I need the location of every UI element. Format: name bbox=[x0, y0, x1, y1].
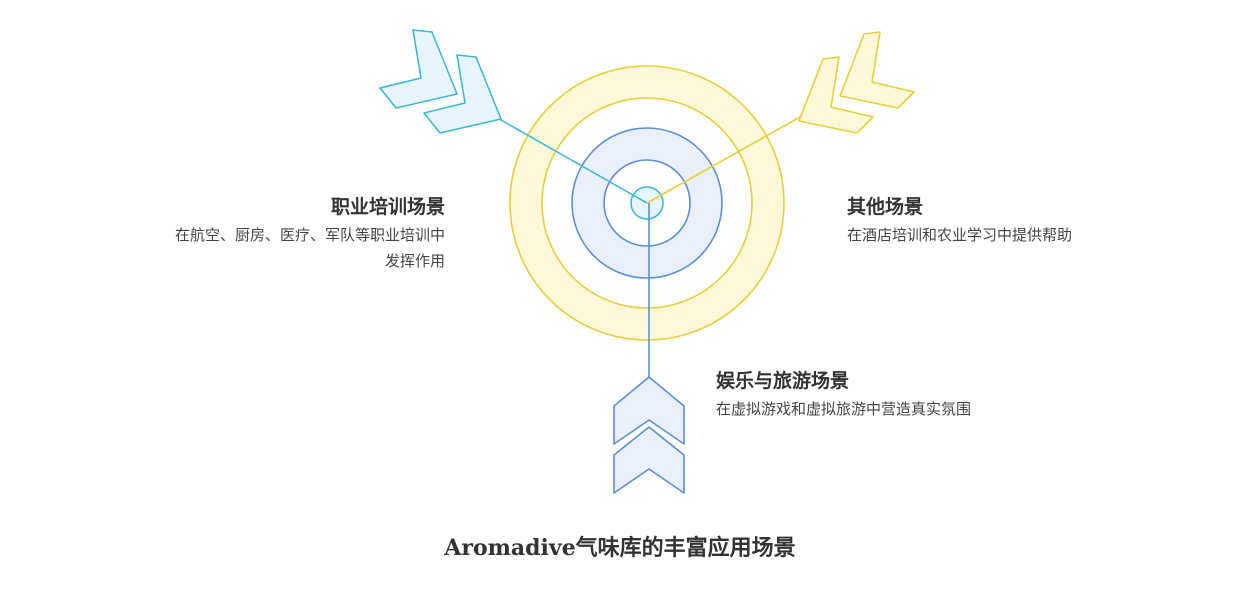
arrow-fletching-bottom bbox=[613, 376, 685, 494]
scenario-other: 其他场景 在酒店培训和农业学习中提供帮助 bbox=[847, 194, 1207, 248]
arrow-shaft-left bbox=[486, 111, 648, 204]
scenario-desc-line: 发挥作用 bbox=[384, 252, 445, 270]
diagram-title: Aromadive气味库的丰富应用场景 bbox=[444, 535, 796, 561]
scenario-desc-line: 在航空、厨房、医疗、军队等职业培训中 bbox=[174, 226, 445, 244]
arrow-fletching-right bbox=[798, 31, 915, 134]
scenario-title: 其他场景 bbox=[847, 196, 924, 218]
scenario-title: 职业培训场景 bbox=[330, 196, 445, 218]
arrow-shaft-right bbox=[646, 111, 810, 204]
scenario-desc-line: 在酒店培训和农业学习中提供帮助 bbox=[847, 226, 1073, 244]
scenario-vocational-training: 职业培训场景 在航空、厨房、医疗、军队等职业培训中 发挥作用 bbox=[60, 194, 445, 274]
scenario-title: 娱乐与旅游场景 bbox=[716, 370, 850, 392]
arrow-fletching-left bbox=[379, 29, 502, 134]
scenario-entertainment-travel: 娱乐与旅游场景 在虚拟游戏和虚拟旅游中营造真实氛围 bbox=[716, 368, 1136, 422]
scenario-desc-line: 在虚拟游戏和虚拟旅游中营造真实氛围 bbox=[716, 400, 972, 418]
